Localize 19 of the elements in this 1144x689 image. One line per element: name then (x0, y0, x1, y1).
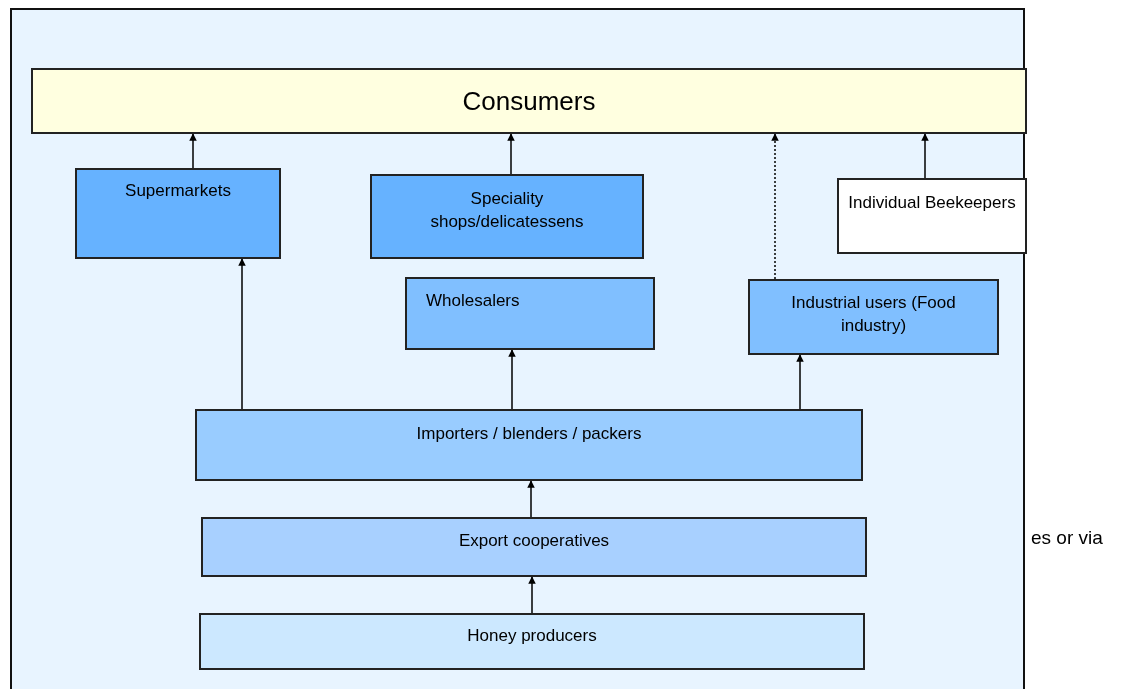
arrow (507, 133, 515, 175)
consumer-box: Consumers (31, 68, 1027, 134)
channel-box: Wholesalers (405, 277, 655, 350)
arrow (238, 258, 246, 410)
arrow (528, 576, 536, 614)
arrow (796, 354, 804, 410)
dotted-arrow (771, 133, 779, 280)
beekeeper-box: Individual Beekeepers (837, 178, 1027, 254)
arrow (527, 480, 535, 518)
channel-box: Importers / blenders / packers (195, 409, 863, 481)
channel-box: Honey producers (199, 613, 865, 670)
arrow (921, 133, 929, 179)
channel-box: Export cooperatives (201, 517, 867, 577)
channel-box: Speciality shops/delicatessens (370, 174, 644, 259)
channel-box: Industrial users (Food industry) (748, 279, 999, 355)
channel-box: Supermarkets (75, 168, 281, 259)
text-fragment: es or via (1031, 527, 1103, 549)
arrow (508, 349, 516, 410)
arrow (189, 133, 197, 169)
